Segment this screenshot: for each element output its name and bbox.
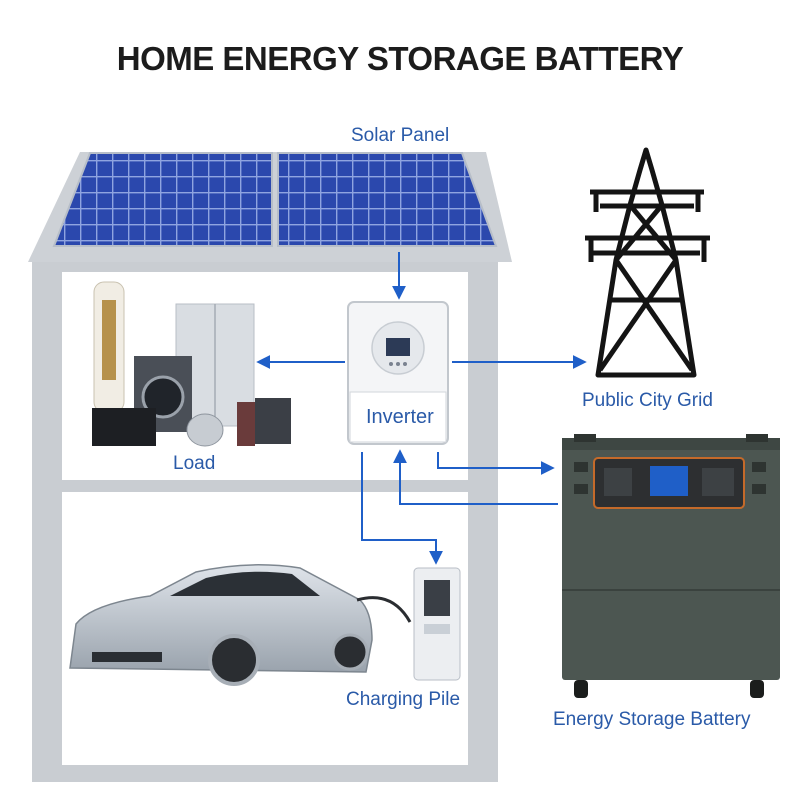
label-solar-panel: Solar Panel — [351, 125, 450, 146]
label-load: Load — [173, 453, 216, 474]
car-icon — [69, 564, 373, 686]
power-tower-icon — [585, 147, 710, 378]
flow-arrows — [256, 252, 587, 565]
label-charging-pile: Charging Pile — [346, 689, 461, 710]
battery-unit-icon — [562, 434, 780, 698]
page-title: HOME ENERGY STORAGE BATTERY — [116, 40, 684, 77]
inverter-icon — [347, 301, 449, 445]
label-public-grid: Public City Grid — [582, 390, 713, 411]
charging-pile-icon — [356, 567, 461, 681]
label-battery: Energy Storage Battery — [553, 709, 751, 730]
label-inverter: Inverter — [366, 406, 434, 428]
arrow-battery-to-inverter — [393, 449, 558, 505]
arrow-inverter-to-charging-pile — [361, 452, 443, 565]
load-appliances-icon — [92, 281, 291, 447]
solar-panel-icon — [52, 152, 498, 247]
arrow-inverter-to-battery — [437, 452, 555, 475]
